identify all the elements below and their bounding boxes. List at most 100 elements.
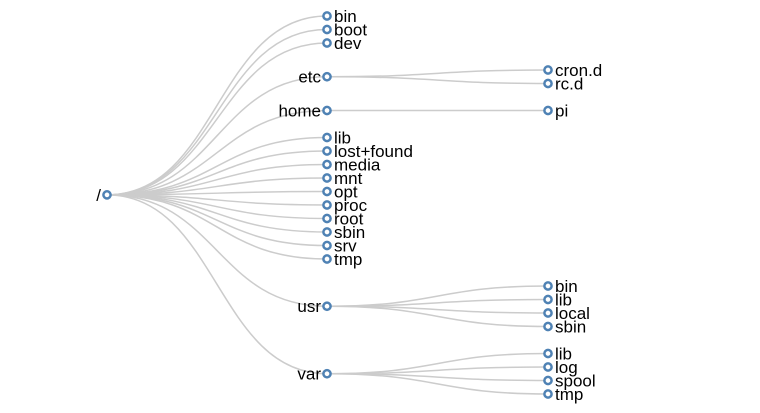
node-circle[interactable] xyxy=(322,11,332,21)
node-label: lost+found xyxy=(334,142,413,161)
node-media[interactable]: media xyxy=(322,155,381,174)
node-circle[interactable] xyxy=(322,368,332,379)
node-label: var xyxy=(297,365,321,384)
node-label: home xyxy=(278,101,321,120)
node-etc-cron-d[interactable]: cron.d xyxy=(543,61,602,80)
node-usr-local[interactable]: local xyxy=(543,304,590,323)
node-var-lib[interactable]: lib xyxy=(543,344,572,363)
node-srv[interactable]: srv xyxy=(322,236,357,255)
link-etc-cron-d xyxy=(326,69,549,78)
node-mnt[interactable]: mnt xyxy=(322,169,363,188)
node-label: sbin xyxy=(334,223,365,242)
node-root[interactable]: / xyxy=(96,186,112,205)
node-label: tmp xyxy=(334,250,362,269)
link-var-log xyxy=(326,366,549,375)
node-circle[interactable] xyxy=(543,105,553,116)
link-var-tmp xyxy=(326,373,549,395)
tree-links xyxy=(106,15,549,395)
node-circle[interactable] xyxy=(102,190,112,200)
node-circle[interactable] xyxy=(543,294,553,305)
node-circle[interactable] xyxy=(322,213,332,224)
link-usr-sbin xyxy=(326,305,549,328)
link-usr xyxy=(106,194,328,307)
node-lib[interactable]: lib xyxy=(322,128,351,147)
node-var-tmp[interactable]: tmp xyxy=(543,385,583,404)
node-etc-rc-d[interactable]: rc.d xyxy=(543,74,583,93)
node-circle[interactable] xyxy=(543,389,553,399)
node-label: log xyxy=(555,358,578,377)
link-home xyxy=(106,109,328,196)
node-label: rc.d xyxy=(555,74,583,93)
node-var[interactable]: var xyxy=(297,365,332,384)
node-usr-sbin[interactable]: sbin xyxy=(543,317,586,336)
node-label: mnt xyxy=(334,169,363,188)
node-label: lib xyxy=(555,344,572,363)
link-etc xyxy=(106,76,328,196)
node-lost-found[interactable]: lost+found xyxy=(322,142,413,161)
node-dev[interactable]: dev xyxy=(322,34,362,53)
node-circle[interactable] xyxy=(543,281,553,291)
node-usr-lib[interactable]: lib xyxy=(543,290,572,309)
node-circle[interactable] xyxy=(322,159,332,170)
node-boot[interactable]: boot xyxy=(322,20,367,39)
node-root[interactable]: root xyxy=(322,209,364,228)
link-dev xyxy=(106,42,328,196)
node-var-log[interactable]: log xyxy=(543,358,578,377)
node-proc[interactable]: proc xyxy=(322,196,368,215)
node-label: tmp xyxy=(555,385,583,404)
node-tmp[interactable]: tmp xyxy=(322,250,362,269)
node-circle[interactable] xyxy=(322,301,332,312)
node-label: bin xyxy=(334,7,357,26)
node-circle[interactable] xyxy=(543,348,553,359)
node-label: / xyxy=(96,186,101,205)
node-circle[interactable] xyxy=(543,308,553,318)
node-label: bin xyxy=(555,277,578,296)
link-var xyxy=(106,194,328,375)
node-home-pi[interactable]: pi xyxy=(543,101,568,120)
node-circle[interactable] xyxy=(322,146,332,156)
node-circle[interactable] xyxy=(322,24,332,35)
node-label: media xyxy=(334,155,381,174)
node-circle[interactable] xyxy=(322,173,332,183)
node-label: local xyxy=(555,304,590,323)
node-label: dev xyxy=(334,34,362,53)
node-usr[interactable]: usr xyxy=(297,297,332,316)
node-label: opt xyxy=(334,182,358,201)
link-tmp xyxy=(106,194,328,260)
node-etc[interactable]: etc xyxy=(298,68,332,87)
node-circle[interactable] xyxy=(543,362,553,372)
link-usr-lib xyxy=(326,298,549,307)
node-circle[interactable] xyxy=(322,71,332,82)
node-circle[interactable] xyxy=(322,227,332,237)
node-circle[interactable] xyxy=(543,78,553,89)
node-label: srv xyxy=(334,236,357,255)
node-usr-bin[interactable]: bin xyxy=(543,277,578,296)
node-opt[interactable]: opt xyxy=(322,182,358,201)
node-label: cron.d xyxy=(555,61,602,80)
node-circle[interactable] xyxy=(322,38,332,48)
node-label: lib xyxy=(555,290,572,309)
node-circle[interactable] xyxy=(322,254,332,264)
node-label: sbin xyxy=(555,317,586,336)
node-circle[interactable] xyxy=(543,321,553,332)
node-var-spool[interactable]: spool xyxy=(543,371,596,390)
node-home[interactable]: home xyxy=(278,101,332,120)
node-circle[interactable] xyxy=(322,186,332,197)
node-circle[interactable] xyxy=(322,240,332,251)
node-circle[interactable] xyxy=(543,65,553,75)
node-circle[interactable] xyxy=(322,105,332,116)
node-circle[interactable] xyxy=(322,200,332,210)
node-bin[interactable]: bin xyxy=(322,7,357,26)
node-label: spool xyxy=(555,371,596,390)
node-label: usr xyxy=(297,297,321,316)
link-srv xyxy=(106,194,328,247)
node-sbin[interactable]: sbin xyxy=(322,223,365,242)
node-label: pi xyxy=(555,101,568,120)
node-label: root xyxy=(334,209,364,228)
node-label: etc xyxy=(298,68,321,87)
tree-nodes: binbootdevcron.drc.detcpihomeliblost+fou… xyxy=(96,7,602,404)
link-bin xyxy=(106,15,328,196)
node-circle[interactable] xyxy=(322,132,332,143)
node-circle[interactable] xyxy=(543,375,553,386)
